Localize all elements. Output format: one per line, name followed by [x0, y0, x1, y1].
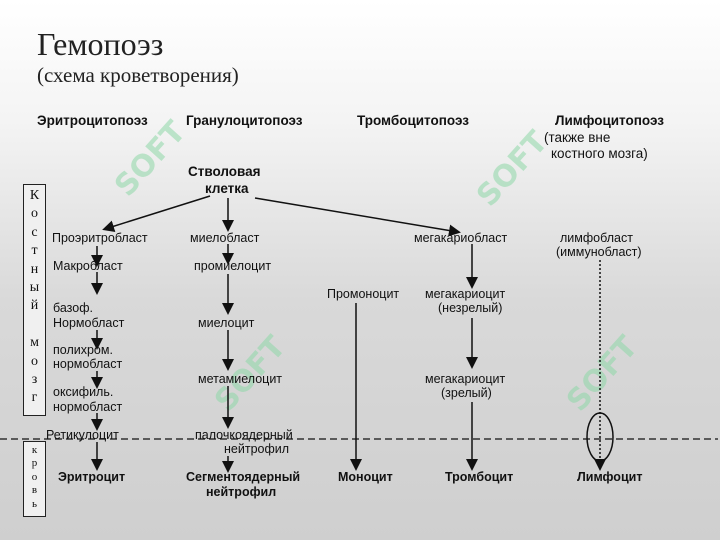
header-lymphopoiesis: Лимфоцитопоэз: [555, 113, 664, 128]
cell-band-neutrophil-line2: нейтрофил: [224, 442, 290, 456]
cell-megakaryoblast: мегакариобласт: [414, 231, 508, 245]
page-title: Гемопоэз: [37, 26, 164, 62]
cell-megakaryocyte-immature: мегакариоцит: [425, 287, 506, 301]
lymphocyte-oval: [586, 412, 614, 462]
cell-megakaryocyte-mature: мегакариоцит: [425, 372, 506, 386]
cell-band-neutrophil-line1: палочкоядерный: [195, 428, 293, 442]
header-erythropoiesis: Эритроцитопоэз: [37, 113, 148, 128]
cell-promyelocyte: промиелоцит: [194, 259, 272, 273]
cell-myelocyte: миелоцит: [198, 316, 255, 330]
arrow-stem-to-proerythroblast: [102, 195, 211, 233]
header-thrombopoiesis: Тромбоцитопоэз: [357, 113, 469, 128]
cell-segmented-neutrophil-line2: нейтрофил: [206, 485, 277, 499]
cell-megakaryocyte-immature-note: (незрелый): [438, 301, 503, 315]
cell-reticulocyte: Ретикулоцит: [46, 428, 119, 442]
cell-promonocyte: Промоноцит: [327, 287, 400, 301]
stem-cell-line2: клетка: [205, 181, 249, 196]
cell-metamyelocyte: метамиелоцит: [198, 372, 283, 386]
arrow-stem-to-megakaryoblast: [254, 197, 461, 237]
cell-oxyphilic-normoblast: нормобласт: [53, 400, 123, 414]
cell-polychromatic-label: полихром.: [53, 343, 113, 357]
lympho-note-line2: костного мозга): [551, 146, 648, 161]
cell-thrombocyte: Тромбоцит: [445, 470, 514, 484]
cell-lymphoblast: лимфобласт: [560, 231, 633, 245]
cell-myeloblast: миелобласт: [190, 231, 260, 245]
cell-erythrocyte: Эритроцит: [58, 470, 126, 484]
cell-proerythroblast: Проэритробласт: [52, 231, 148, 245]
cell-basophilic-label: базоф.: [53, 301, 93, 315]
lympho-note-line1: (также вне: [544, 130, 611, 145]
header-granulopoiesis: Гранулоцитопоэз: [186, 113, 303, 128]
cell-normoblast: Нормобласт: [53, 316, 125, 330]
cell-immunoblast: (иммунобласт): [556, 245, 642, 259]
stem-cell-line1: Стволовая: [188, 164, 261, 179]
cell-lymphocyte: Лимфоцит: [577, 470, 643, 484]
cell-megakaryocyte-mature-note: (зрелый): [441, 386, 492, 400]
cell-macroblast: Макробласт: [53, 259, 123, 273]
page-subtitle: (схема кроветворения): [37, 63, 239, 87]
cell-polychromatic-normoblast: нормобласт: [53, 357, 123, 371]
cell-oxyphilic-label: оксифиль.: [53, 385, 114, 399]
cell-segmented-neutrophil-line1: Сегментоядерный: [186, 470, 301, 484]
cell-monocyte: Моноцит: [338, 470, 393, 484]
